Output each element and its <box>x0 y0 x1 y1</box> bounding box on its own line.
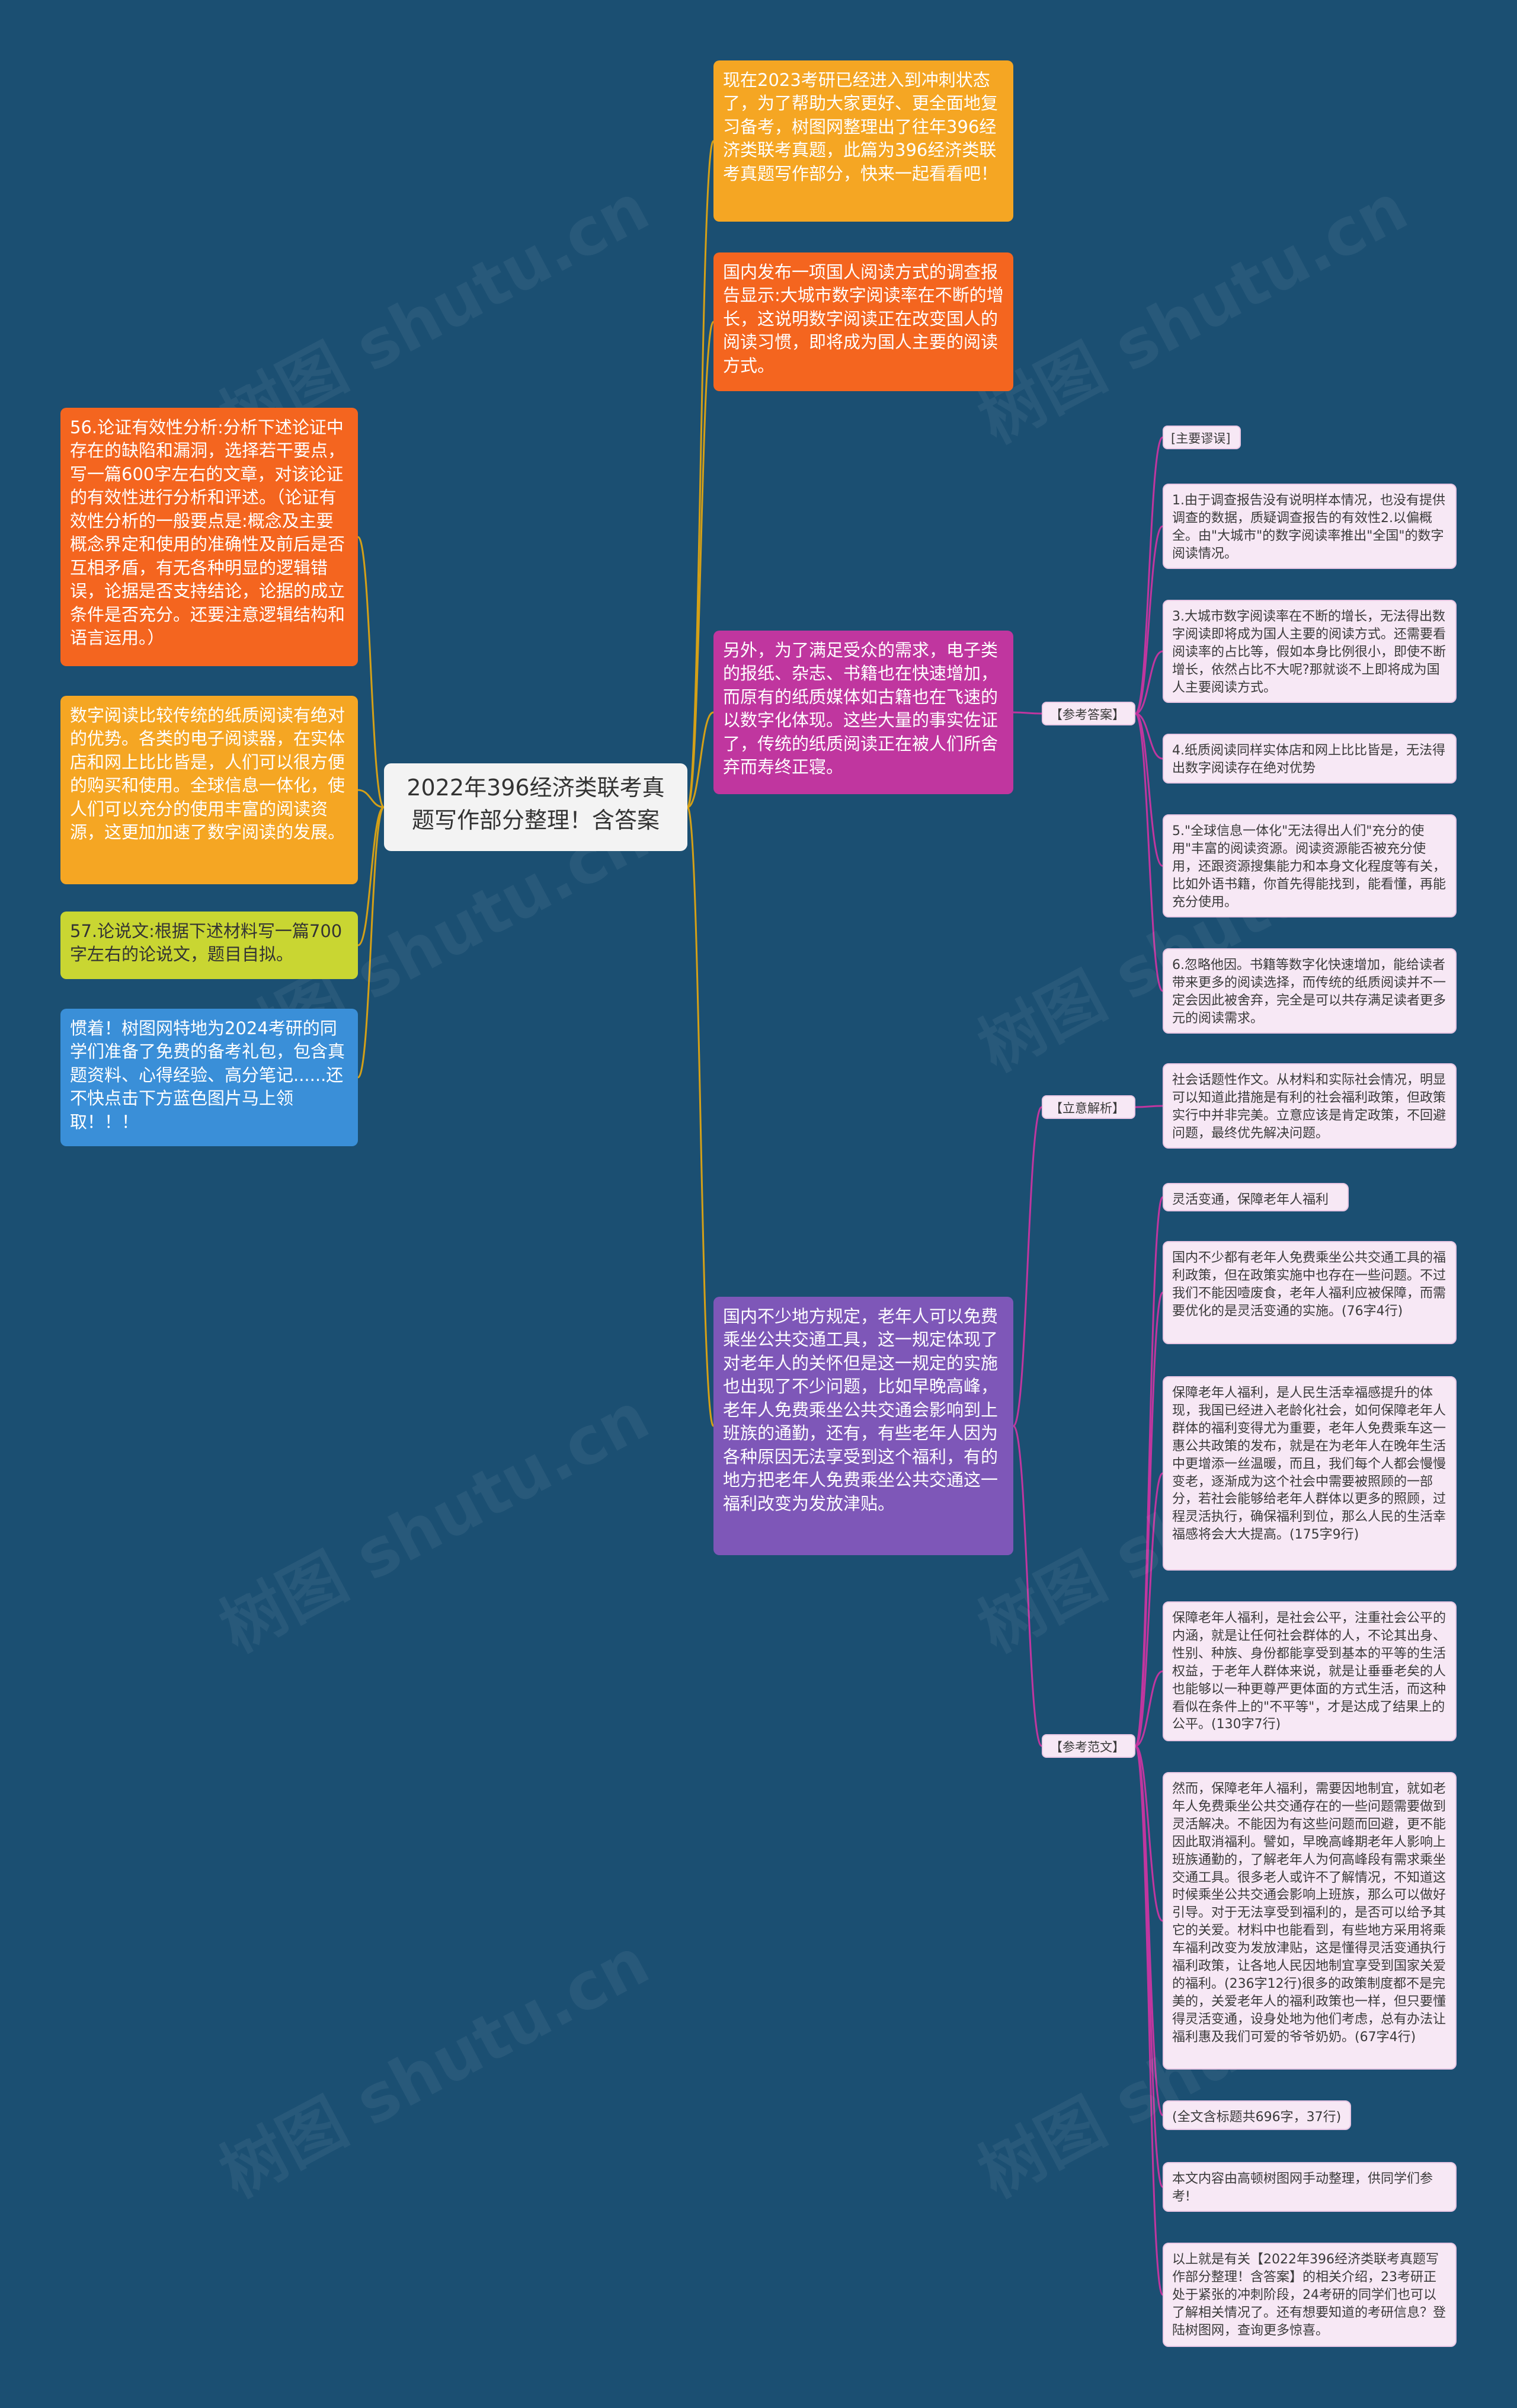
connector-tag-item <box>1134 1291 1164 1747</box>
essay-item-text: 本文内容由高顿树图网手动整理，供同学们参考! <box>1172 2172 1433 2204</box>
essay-item[interactable]: 以上就是有关【2022年396经济类联考真题写作部分整理！含答案】的相关介绍，2… <box>1163 2243 1457 2347</box>
answer-item-text: 6.忽略他因。书籍等数字化快速增加，能给读者带来更多的阅读选择，而传统的纸质阅读… <box>1172 958 1446 1026</box>
connector-tag-item <box>1135 525 1163 715</box>
essay-item[interactable]: 灵活变通，保障老年人福利 <box>1163 1183 1349 1211</box>
connector-tag-item <box>1134 1745 1164 2296</box>
essay-item[interactable]: 国内不少都有老年人免费乘坐公共交通工具的福利政策，但在政策实施中也存在一些问题。… <box>1163 1241 1457 1344</box>
connector-tag-item <box>1134 436 1164 715</box>
answer-item[interactable]: 1.由于调查报告没有说明样本情况，也没有提供调查的数据，质疑调查报告的有效性2.… <box>1163 484 1457 569</box>
root-topic[interactable]: 2022年396经济类联考真题写作部分整理！含答案 <box>384 763 687 851</box>
right-topic-paper-reading[interactable]: 另外，为了满足受众的需求，电子类的报纸、杂志、书籍也在快速增加，而原有的纸质媒体… <box>713 631 1013 794</box>
connector-root-left <box>357 536 385 808</box>
tag-label: 【参考答案】 <box>1050 708 1125 722</box>
answer-item-text: 3.大城市数字阅读率在不断的增长，无法得出数字阅读即将成为国人主要的阅读方式。还… <box>1172 609 1446 695</box>
idea-item[interactable]: 社会话题性作文。从材料和实际社会情况，明显可以知道此措施是有利的社会福利政策，但… <box>1163 1063 1457 1149</box>
topic-label: 另外，为了满足受众的需求，电子类的报纸、杂志、书籍也在快速增加，而原有的纸质媒体… <box>723 640 998 778</box>
connector-tag-item <box>1134 712 1164 992</box>
right-topic-intro[interactable]: 现在2023考研已经进入到冲刺状态了，为了帮助大家更好、更全面地复习备考，树图网… <box>713 60 1013 222</box>
tag-label: 【参考范文】 <box>1050 1740 1125 1754</box>
topic-label: 国内不少地方规定，老年人可以免费乘坐公共交通工具，这一规定体现了对老年人的关怀但… <box>723 1306 998 1514</box>
essay-item[interactable]: 保障老年人福利，是社会公平，注重社会公平的内涵，就是让任何社会群体的人，不论其出… <box>1163 1601 1457 1741</box>
connector-root-left <box>357 789 385 808</box>
connector-tag-item <box>1135 1105 1163 1108</box>
connector-root-left <box>357 806 385 946</box>
connector-root-left <box>357 806 385 1079</box>
tag-model-essay[interactable]: 【参考范文】 <box>1042 1734 1135 1758</box>
connector-tag-item <box>1135 712 1163 867</box>
connector-root-right <box>686 321 715 808</box>
connector-tag-item <box>1135 1745 1163 1922</box>
essay-item[interactable]: 本文内容由高顿树图网手动整理，供同学们参考! <box>1163 2162 1457 2212</box>
tag-idea-analysis[interactable]: 【立意解析】 <box>1042 1095 1135 1119</box>
topic-label: 数字阅读比较传统的纸质阅读有绝对的优势。各类的电子阅读器，在实体店和网上比比皆是… <box>70 705 345 843</box>
left-topic-gift-pack[interactable]: 惯着！树图网特地为2024考研的同学们准备了免费的备考礼包，包含真题资料、心得经… <box>60 1009 358 1146</box>
essay-item[interactable]: 然而，保障老年人福利，需要因地制宜，就如老年人免费乘坐公共交通存在的一些问题需要… <box>1163 1772 1457 2070</box>
tag-label: 【立意解析】 <box>1050 1101 1125 1115</box>
connector-tag-item <box>1135 712 1163 760</box>
connector-root-right <box>686 140 715 808</box>
right-topic-elderly-transit[interactable]: 国内不少地方规定，老年人可以免费乘坐公共交通工具，这一规定体现了对老年人的关怀但… <box>713 1297 1013 1555</box>
answer-item[interactable]: 3.大城市数字阅读率在不断的增长，无法得出数字阅读即将成为国人主要的阅读方式。还… <box>1163 600 1457 703</box>
essay-item-text: 保障老年人福利，是人民生活幸福感提升的体现，我国已经进入老龄化社会，如何保障老年… <box>1172 1386 1446 1543</box>
connector-topic-tag <box>1013 711 1042 715</box>
idea-item-text: 社会话题性作文。从材料和实际社会情况，明显可以知道此措施是有利的社会福利政策，但… <box>1172 1073 1446 1141</box>
tag-reference-answer[interactable]: 【参考答案】 <box>1042 702 1135 725</box>
answer-item-text: 4.纸质阅读同样实体店和网上比比皆是，无法得出数字阅读存在绝对优势 <box>1172 743 1445 776</box>
left-topic-digital-reading[interactable]: 数字阅读比较传统的纸质阅读有绝对的优势。各类的电子阅读器，在实体店和网上比比皆是… <box>60 696 358 884</box>
answer-item-text: 1.由于调查报告没有说明样本情况，也没有提供调查的数据，质疑调查报告的有效性2.… <box>1172 493 1445 561</box>
answer-item[interactable]: 5."全球信息一体化"无法得出人们"充分的使用"丰富的阅读资源。阅读资源能否被充… <box>1163 814 1457 917</box>
right-topic-survey[interactable]: 国内发布一项国人阅读方式的调查报告显示:大城市数字阅读率在不断的增长，这说明数字… <box>713 252 1013 391</box>
essay-item-text: 国内不少都有老年人免费乘坐公共交通工具的福利政策，但在政策实施中也存在一些问题。… <box>1172 1251 1446 1319</box>
tag-label: [主要谬误] <box>1171 431 1231 446</box>
essay-item[interactable]: 保障老年人福利，是人民生活幸福感提升的体现，我国已经进入老龄化社会，如何保障老年… <box>1163 1376 1457 1571</box>
answer-item[interactable]: 4.纸质阅读同样实体店和网上比比皆是，无法得出数字阅读存在绝对优势 <box>1163 734 1457 784</box>
connector-root-right <box>686 806 715 1427</box>
connector-topic-tag <box>1012 1106 1043 1427</box>
connector-tag-item <box>1134 1745 1164 2188</box>
connector-tag-item <box>1134 1745 1164 2116</box>
connector-root-right <box>687 711 714 808</box>
root-topic-label: 2022年396经济类联考真题写作部分整理！含答案 <box>407 775 665 834</box>
topic-label: 惯着！树图网特地为2024考研的同学们准备了免费的备考礼包，包含真题资料、心得经… <box>70 1018 345 1132</box>
topic-label: 现在2023考研已经进入到冲刺状态了，为了帮助大家更好、更全面地复习备考，树图网… <box>723 70 998 184</box>
essay-item-text: 保障老年人福利，是社会公平，注重社会公平的内涵，就是让任何社会群体的人，不论其出… <box>1172 1611 1446 1732</box>
connector-tag-item <box>1134 1472 1164 1747</box>
topic-label: 国内发布一项国人阅读方式的调查报告显示:大城市数字阅读率在不断的增长，这说明数字… <box>723 262 1004 376</box>
essay-item-text: 灵活变通，保障老年人福利 <box>1172 1192 1329 1207</box>
essay-item-text: 然而，保障老年人福利，需要因地制宜，就如老年人免费乘坐公共交通存在的一些问题需要… <box>1172 1782 1446 2045</box>
answer-item-text: 5."全球信息一体化"无法得出人们"充分的使用"丰富的阅读资源。阅读资源能否被充… <box>1172 824 1446 910</box>
essay-item[interactable]: (全文含标题共696字，37行) <box>1163 2100 1351 2130</box>
left-topic-argument-analysis[interactable]: 56.论证有效性分析:分析下述论证中存在的缺陷和漏洞，选择若干要点，写一篇600… <box>60 408 358 666</box>
topic-label: 57.论说文:根据下述材料写一篇700字左右的论说文，题目自拟。 <box>70 921 343 965</box>
left-topic-essay-prompt[interactable]: 57.论说文:根据下述材料写一篇700字左右的论说文，题目自拟。 <box>60 912 358 979</box>
essay-item-text: 以上就是有关【2022年396经济类联考真题写作部分整理！含答案】的相关介绍，2… <box>1172 2252 1446 2338</box>
answer-item[interactable]: 6.忽略他因。书籍等数字化快速增加，能给读者带来更多的阅读选择，而传统的纸质阅读… <box>1163 948 1457 1034</box>
tag-main-errors[interactable]: [主要谬误] <box>1163 426 1241 449</box>
topic-label: 56.论证有效性分析:分析下述论证中存在的缺陷和漏洞，选择若干要点，写一篇600… <box>70 417 345 648</box>
connector-topic-tag <box>1012 1425 1043 1747</box>
essay-item-text: (全文含标题共696字，37行) <box>1172 2110 1342 2125</box>
connector-tag-item <box>1134 1196 1164 1747</box>
connector-tag-item <box>1135 1670 1163 1747</box>
connector-tag-item <box>1135 650 1163 715</box>
